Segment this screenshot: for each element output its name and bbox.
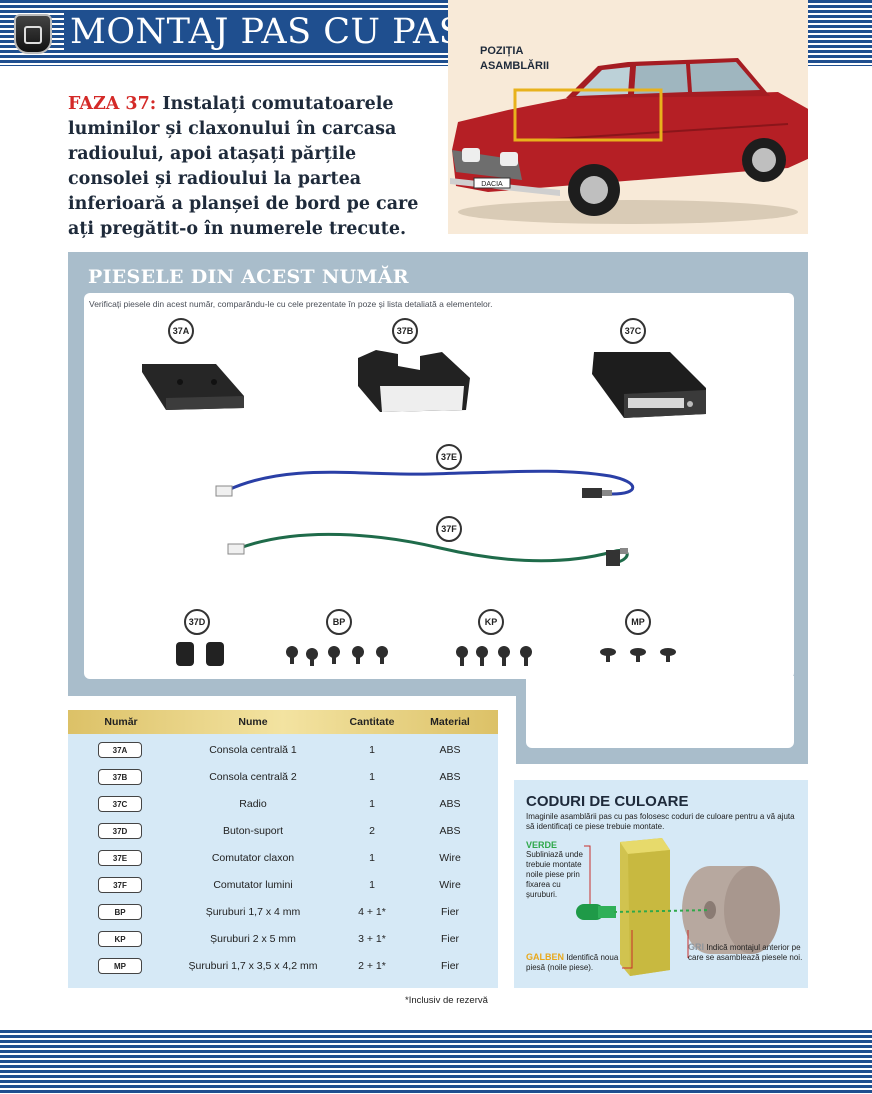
row-material: ABS <box>439 798 461 810</box>
row-name: Comutator claxon <box>211 852 295 864</box>
table-row: 37F Comutator lumini 1 Wire <box>68 871 498 898</box>
badge-mp: MP <box>625 609 651 635</box>
row-code: 37B <box>98 769 142 785</box>
row-name: Șuruburi 2 x 5 mm <box>210 933 296 945</box>
yellow-description: Identifică noua piesă (noile piese). <box>526 953 619 972</box>
badge-37d: 37D <box>184 609 210 635</box>
phase-text: Instalați comutatoarele luminilor și cla… <box>68 94 419 239</box>
badge-37f: 37F <box>436 516 462 542</box>
row-code: 37A <box>98 742 142 758</box>
row-name: Șuruburi 1,7 x 3,5 x 4,2 mm <box>188 960 318 972</box>
badge-bp: BP <box>326 609 352 635</box>
parts-table: Număr Nume Cantitate Material 37A Consola… <box>68 710 498 988</box>
row-name: Radio <box>239 798 267 810</box>
yellow-code: GALBEN Identifică noua piesă (noile pies… <box>526 952 626 973</box>
table-header: Număr Nume Cantitate Material <box>68 710 498 734</box>
page-title: MONTAJ PAS CU PAS <box>64 12 470 52</box>
row-quantity: 2 <box>369 825 375 837</box>
table-footnote: *Inclusiv de rezervă <box>405 995 488 1006</box>
col-name: Nume <box>238 716 268 728</box>
phase-label: FAZA 37: <box>68 94 157 114</box>
badge-37a: 37A <box>168 318 194 344</box>
badge-37e: 37E <box>436 444 462 470</box>
part-37a-image <box>142 364 244 410</box>
row-material: Wire <box>439 852 461 864</box>
table-row: 37A Consola centrală 1 1 ABS <box>68 736 498 763</box>
row-name: Șuruburi 1,7 x 4 mm <box>205 906 301 918</box>
badge-37b: 37B <box>392 318 418 344</box>
row-name: Comutator lumini <box>213 879 293 891</box>
row-material: Fier <box>440 906 460 918</box>
part-bp-image <box>286 646 388 666</box>
logo-emblem-icon <box>24 26 42 44</box>
color-codes-title: CODURI DE CULOARE <box>526 793 689 810</box>
green-label: VERDE <box>526 840 558 850</box>
color-codes-box: CODURI DE CULOARE Imaginile asamblării p… <box>514 780 808 988</box>
row-material: Fier <box>440 933 460 945</box>
col-material: Material <box>430 716 470 728</box>
row-name: Buton-suport <box>222 825 284 837</box>
green-description: Subliniază unde trebuie montate noile pi… <box>526 850 583 899</box>
footer-stripes <box>0 1030 872 1094</box>
table-row: 37B Consola centrală 2 1 ABS <box>68 763 498 790</box>
row-code: 37E <box>98 850 142 866</box>
row-quantity: 1 <box>369 852 375 864</box>
license-plate: DACIA <box>481 181 503 188</box>
part-kp-image <box>456 646 532 666</box>
row-name: Consola centrală 1 <box>209 744 297 756</box>
row-quantity: 1 <box>369 771 375 783</box>
row-quantity: 1 <box>369 879 375 891</box>
color-codes-intro: Imaginile asamblării pas cu pas folosesc… <box>526 812 795 831</box>
part-37b-image <box>358 350 470 412</box>
parts-intro: Verificați piesele din acest număr, comp… <box>89 299 493 309</box>
col-number: Număr <box>104 716 138 728</box>
part-37f-image <box>227 532 629 566</box>
grey-label: GRI <box>688 942 705 952</box>
grey-description: Indică montajul anterior pe care se asam… <box>688 943 803 962</box>
row-quantity: 1 <box>369 798 375 810</box>
header-stripes-right <box>808 0 872 66</box>
table-row: 37E Comutator claxon 1 Wire <box>68 844 498 871</box>
row-quantity: 3 + 1* <box>358 933 386 945</box>
row-code: 37D <box>98 823 142 839</box>
yellow-label: GALBEN <box>526 952 564 962</box>
part-mp-image <box>600 648 676 662</box>
color-codes-illustration <box>576 838 780 976</box>
row-quantity: 4 + 1* <box>358 906 386 918</box>
col-quantity: Cantitate <box>349 716 395 728</box>
row-quantity: 2 + 1* <box>358 960 386 972</box>
badge-37c: 37C <box>620 318 646 344</box>
table-row: BP Șuruburi 1,7 x 4 mm 4 + 1* Fier <box>68 898 498 925</box>
row-material: ABS <box>439 771 461 783</box>
phase-instruction: FAZA 37: Instalați comutatoarele luminil… <box>68 92 428 242</box>
row-code: BP <box>98 904 142 920</box>
row-code: 37F <box>98 877 142 893</box>
row-name: Consola centrală 2 <box>209 771 297 783</box>
row-material: ABS <box>439 744 461 756</box>
part-37e-image <box>215 469 635 498</box>
table-row: 37D Buton-suport 2 ABS <box>68 817 498 844</box>
row-material: Fier <box>440 960 460 972</box>
table-row: KP Șuruburi 2 x 5 mm 3 + 1* Fier <box>68 925 498 952</box>
parts-title: PIESELE DIN ACEST NUMĂR <box>88 266 409 288</box>
green-code: VERDE Subliniază unde trebuie montate no… <box>526 840 594 900</box>
part-37c-image <box>592 352 706 418</box>
grey-code: GRI Indică montajul anterior pe care se … <box>688 942 804 963</box>
row-material: Wire <box>439 879 461 891</box>
part-37d-image <box>176 642 224 666</box>
row-code: MP <box>98 958 142 974</box>
parts-illustration <box>142 350 706 666</box>
badge-kp: KP <box>478 609 504 635</box>
row-code: 37C <box>98 796 142 812</box>
row-code: KP <box>98 931 142 947</box>
dacia-logo <box>14 14 52 54</box>
car-illustration: DACIA <box>450 58 808 224</box>
table-row: 37C Radio 1 ABS <box>68 790 498 817</box>
table-row: MP Șuruburi 1,7 x 3,5 x 4,2 mm 2 + 1* Fier <box>68 952 498 979</box>
assembly-position-label: POZIȚIA ASAMBLĂRII <box>480 45 550 72</box>
row-quantity: 1 <box>369 744 375 756</box>
row-material: ABS <box>439 825 461 837</box>
assembly-position-panel: DACIA POZIȚIA ASAMBLĂRII <box>448 0 808 234</box>
